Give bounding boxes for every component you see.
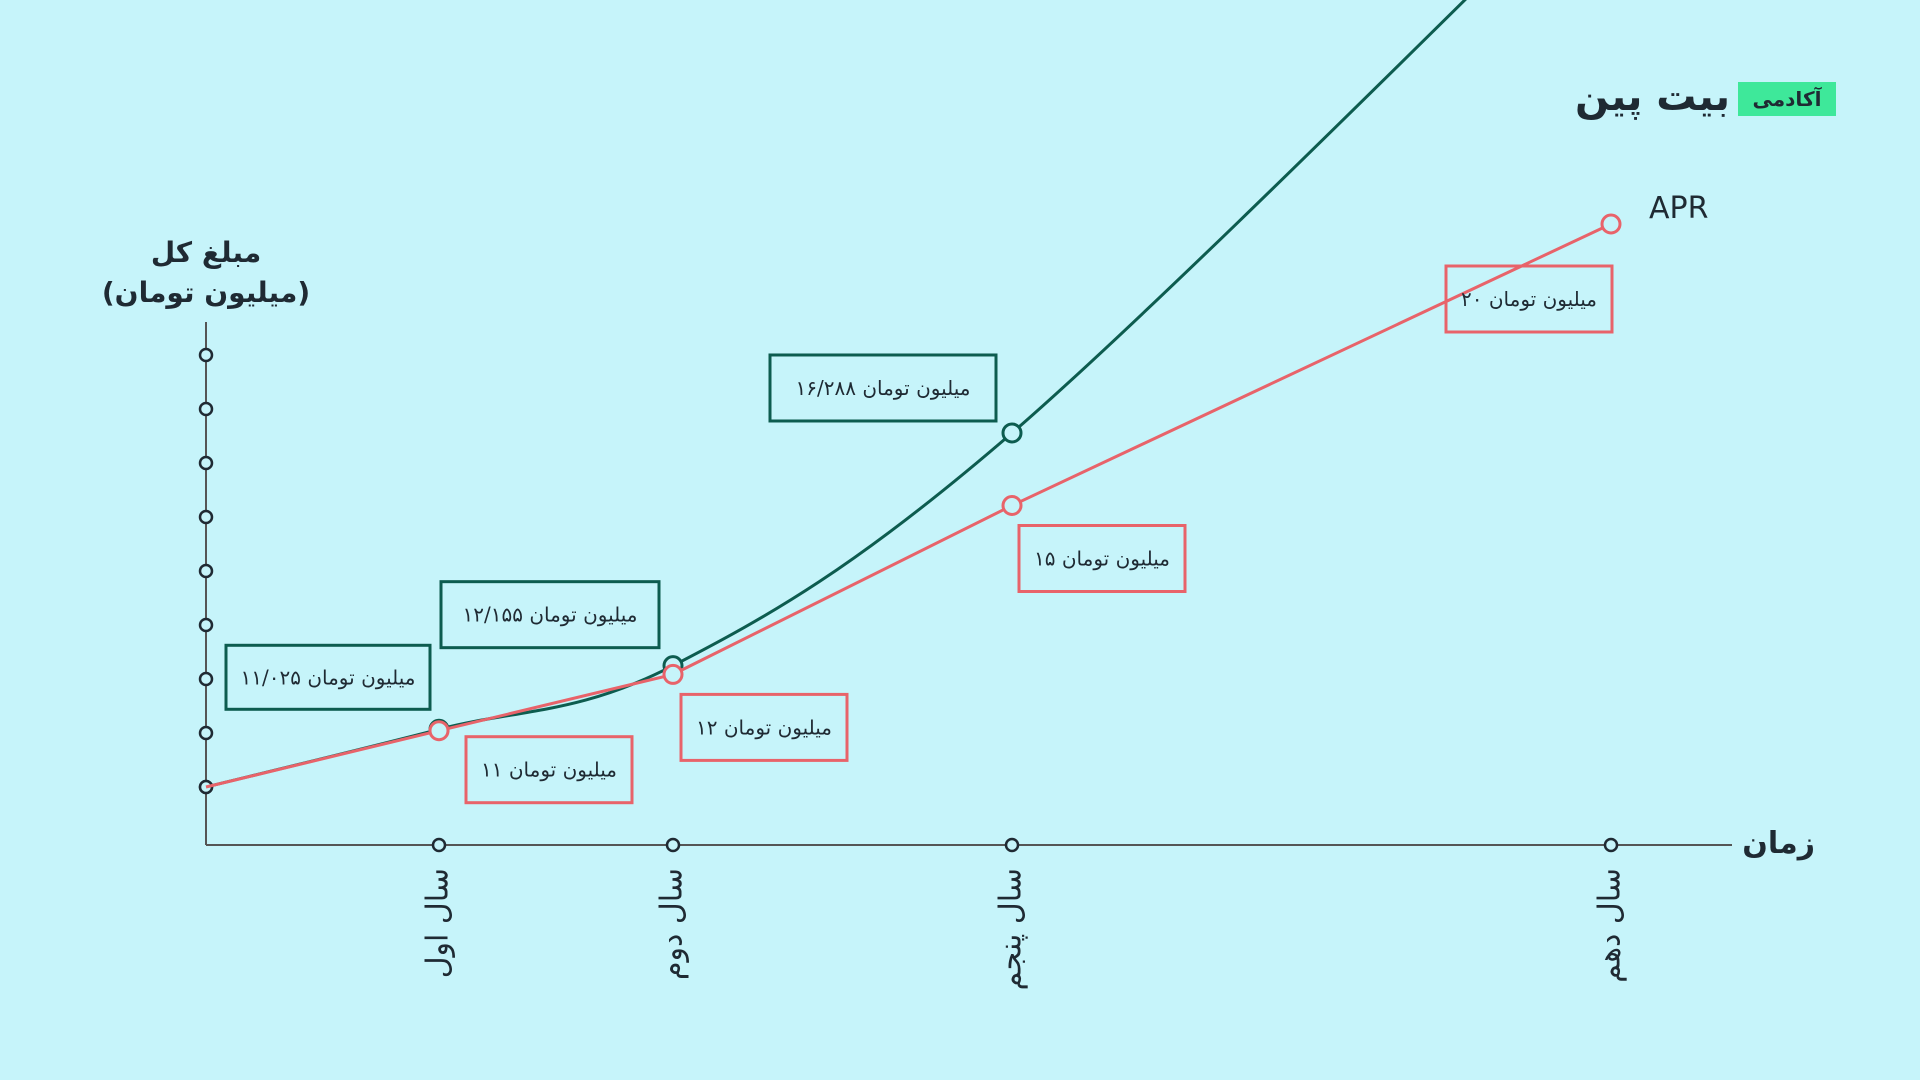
y-tick-marker (198, 617, 214, 633)
series-layer: APYAPR (198, 0, 1708, 795)
y-tick-marker (198, 563, 214, 579)
y-axis-label-line2: (میلیون تومان) (102, 276, 310, 309)
callout-text: ۱۲ میلیون تومان (696, 715, 832, 739)
brand-badge-text: آکادمی (1753, 86, 1823, 111)
data-point-apr (662, 663, 684, 685)
x-tick-label: سال دوم (655, 868, 690, 980)
callout-box (768, 353, 998, 423)
callout-apr: ۱۱ میلیون تومان (464, 735, 634, 805)
x-tick-label: سال پنجم (994, 868, 1029, 990)
callout-text: ۱۲/۱۵۵ میلیون تومان (463, 603, 638, 627)
callout-layer: ۱۱/۰۲۵ میلیون تومان ۱۲/۱۵۵ میلیون تومان ۱۶… (224, 264, 1614, 805)
callout-box (679, 692, 849, 762)
x-tick-marker (665, 837, 681, 853)
callout-text: ۱۱ میلیون تومان (481, 758, 617, 782)
callout-text: ۱۱/۰۲۵ میلیون تومان (241, 665, 416, 689)
x-axis-label: زمان (1742, 826, 1815, 861)
data-point-apr (428, 720, 450, 742)
callout-text: ۲۰ میلیون تومان (1461, 287, 1597, 311)
brand-name: بیت پین (1575, 74, 1730, 120)
x-tick-marker (1603, 837, 1619, 853)
callout-apy: ۱۶/۲۸۸ میلیون تومان (768, 353, 998, 423)
y-axis-label-line1: مبلغ کل (151, 236, 261, 269)
callout-text: ۱۵ میلیون تومان (1034, 547, 1170, 571)
x-tick-label: سال دهم (1593, 868, 1628, 983)
callout-apr: ۱۵ میلیون تومان (1017, 524, 1187, 593)
brand-logo: آکادمی بیت پین (1575, 74, 1836, 120)
y-tick-marker (198, 455, 214, 471)
callout-box (464, 735, 634, 805)
series-label-apr: APR (1649, 191, 1708, 226)
y-tick-marker (198, 347, 214, 363)
callout-box (1017, 524, 1187, 593)
brand-badge-bg (1738, 82, 1836, 116)
callout-box (1444, 264, 1614, 334)
callout-apr: ۱۲ میلیون تومان (679, 692, 849, 762)
callout-text: ۱۶/۲۸۸ میلیون تومان (796, 376, 971, 400)
callout-box (439, 580, 661, 650)
data-point-apr (1600, 213, 1622, 235)
callout-apy: ۱۱/۰۲۵ میلیون تومان (224, 643, 432, 711)
x-tick-marker (1004, 837, 1020, 853)
callout-apr: ۲۰ میلیون تومان (1444, 264, 1614, 334)
callout-apy: ۱۲/۱۵۵ میلیون تومان (439, 580, 661, 650)
callout-box (224, 643, 432, 711)
data-point-apr (1001, 495, 1023, 516)
y-tick-marker (198, 509, 214, 525)
y-tick-marker (198, 725, 214, 741)
y-axis-ticks (198, 347, 214, 795)
x-tick-label: سال اول (421, 868, 456, 978)
x-tick-marker (431, 837, 447, 853)
x-axis-ticks: سال اول سال دوم سال پنجم سال دهم (421, 837, 1628, 990)
y-tick-marker (198, 671, 214, 687)
series-line-apr (205, 222, 1612, 789)
data-point-apy (1001, 422, 1023, 444)
y-tick-marker (198, 401, 214, 417)
